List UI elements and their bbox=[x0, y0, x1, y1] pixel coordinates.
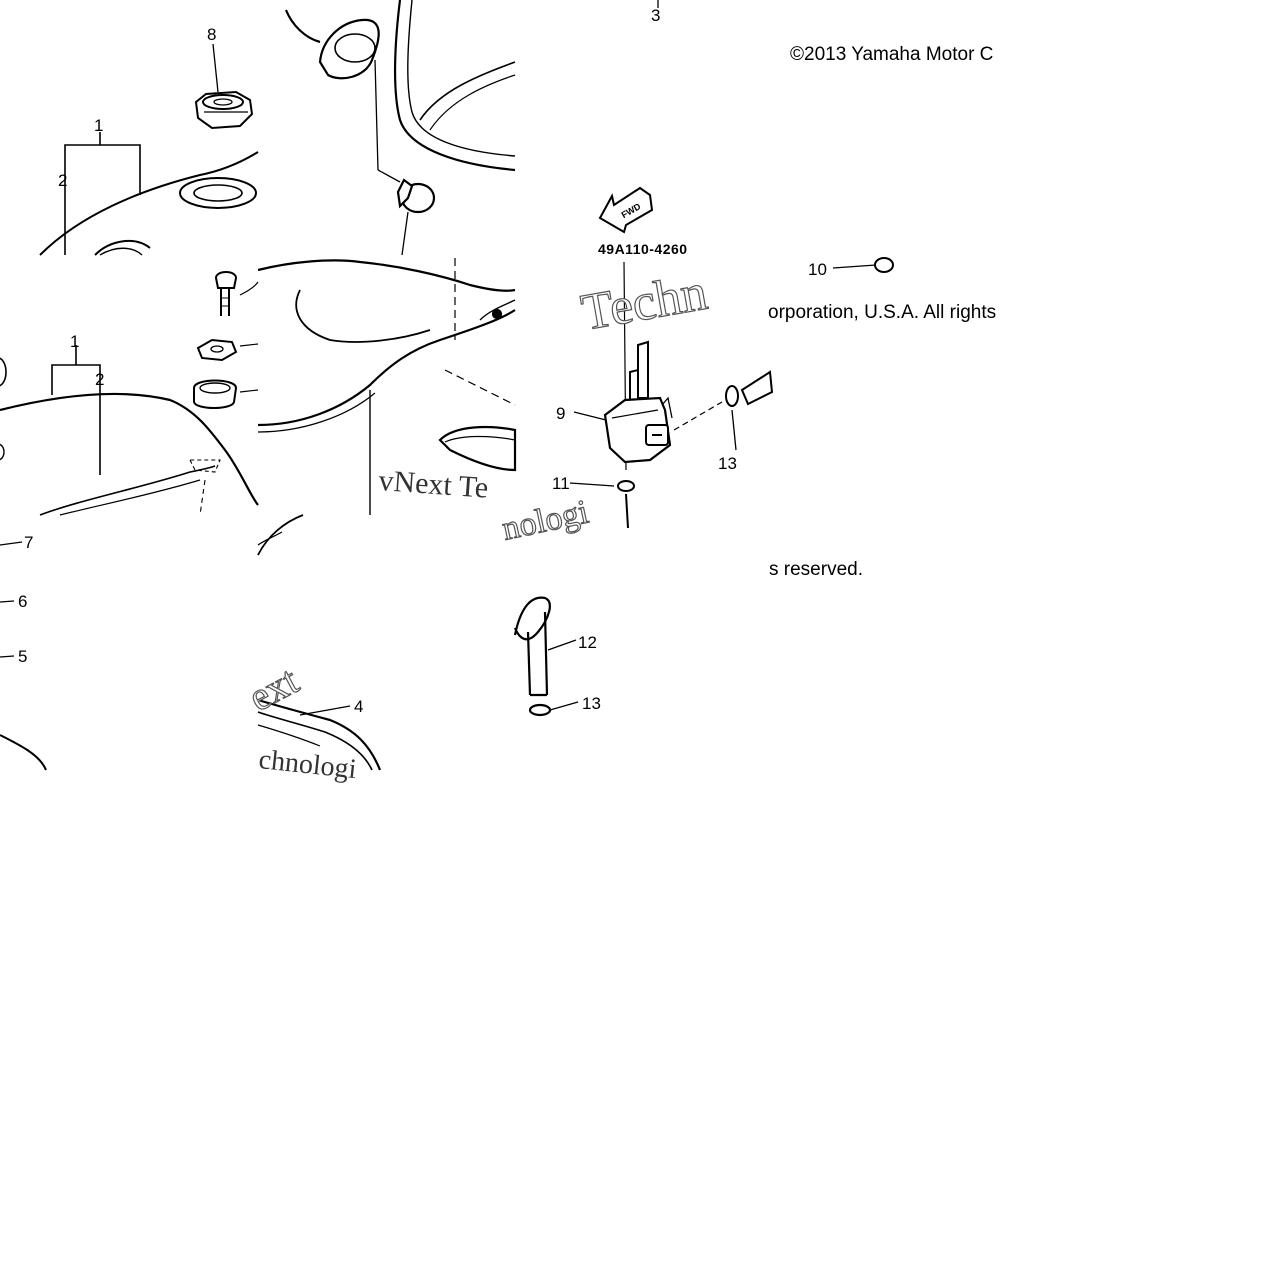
fuel-cock-part bbox=[603, 340, 673, 464]
tile-tank-rear bbox=[257, 258, 517, 515]
callout-10: 10 bbox=[808, 260, 827, 279]
fuel-cap-part bbox=[194, 43, 254, 130]
cap-closeup-edge bbox=[284, 9, 321, 44]
tank-contour-3 bbox=[419, 61, 516, 121]
tile-tank-side bbox=[0, 345, 259, 516]
copyright-line-3: s reserved. bbox=[769, 559, 863, 580]
callout-9: 9 bbox=[556, 404, 565, 423]
bolt-part bbox=[214, 271, 238, 316]
callout-4: 4 bbox=[354, 697, 363, 716]
damper-part bbox=[193, 379, 238, 409]
rubber-pad-part bbox=[438, 425, 517, 472]
filler-neck-ring bbox=[179, 177, 257, 209]
washer-11-part bbox=[617, 480, 635, 492]
tank-rear-top bbox=[257, 259, 516, 292]
tile-mounting-parts bbox=[193, 271, 259, 409]
callout-7: 7 bbox=[24, 533, 33, 552]
cap-closeup-body bbox=[318, 18, 380, 80]
tile-fuel-hose bbox=[513, 596, 579, 717]
watermark-chnologi: chnologi bbox=[257, 744, 358, 785]
tank-contour-1 bbox=[393, 0, 516, 172]
callout-1-side: 1 bbox=[70, 332, 79, 351]
filler-neck-inner bbox=[193, 184, 243, 202]
clip-13b-part bbox=[528, 703, 552, 717]
tank-outline-inner bbox=[94, 240, 151, 256]
tile-cap-closeup bbox=[284, 0, 516, 256]
callout-3: 3 bbox=[651, 6, 660, 25]
callout-6: 6 bbox=[18, 592, 27, 611]
callout-2-side: 2 bbox=[95, 370, 104, 389]
callout-1-top: 1 bbox=[94, 116, 103, 135]
tank-outline-inner2 bbox=[99, 247, 143, 256]
callout-13-bottom: 13 bbox=[582, 694, 601, 713]
bracket-1-2-side bbox=[51, 364, 101, 475]
callout-8: 8 bbox=[207, 25, 216, 44]
hose-loop bbox=[513, 596, 551, 641]
pad-part-edge bbox=[257, 698, 382, 771]
drawing-code: 49A110-4260 bbox=[598, 241, 688, 257]
tank-contour-2 bbox=[407, 0, 516, 157]
bracket-1-2-top bbox=[64, 144, 141, 255]
tile-fuel-cock bbox=[569, 0, 894, 529]
callout-13-top: 13 bbox=[718, 454, 737, 473]
callout-labels: 8 1 2 1 2 3 4 5 6 7 9 10 11 12 13 13 bbox=[18, 6, 827, 716]
tile-fuel-tank-top bbox=[39, 43, 259, 256]
callout-5: 5 bbox=[18, 647, 27, 666]
tank-side-contour bbox=[0, 392, 259, 506]
nut-10-part bbox=[874, 257, 894, 273]
copyright-line-1: ©2013 Yamaha Motor C bbox=[790, 44, 993, 65]
tank-outline bbox=[39, 151, 259, 256]
clip-13-part bbox=[725, 385, 739, 407]
fwd-arrow-icon bbox=[598, 186, 654, 234]
watermark-techn: Techn bbox=[577, 264, 711, 342]
callout-12: 12 bbox=[578, 633, 597, 652]
tile-tank-underside bbox=[0, 541, 47, 771]
washer-part bbox=[196, 338, 238, 362]
callout-11: 11 bbox=[552, 474, 570, 493]
watermark-vnext: vNext Te bbox=[378, 464, 490, 505]
grommet-part bbox=[374, 59, 436, 256]
tank-rear-edge bbox=[257, 309, 516, 427]
callout-2-top: 2 bbox=[58, 171, 67, 190]
tile-pad-closeup bbox=[257, 514, 382, 771]
watermarks: Techn vNext Te nologi ext chnologi bbox=[240, 263, 712, 785]
watermark-nologi: nologi bbox=[499, 494, 592, 548]
hose-end-part bbox=[740, 370, 774, 406]
copyright-line-2: orporation, U.S.A. All rights bbox=[768, 302, 996, 323]
